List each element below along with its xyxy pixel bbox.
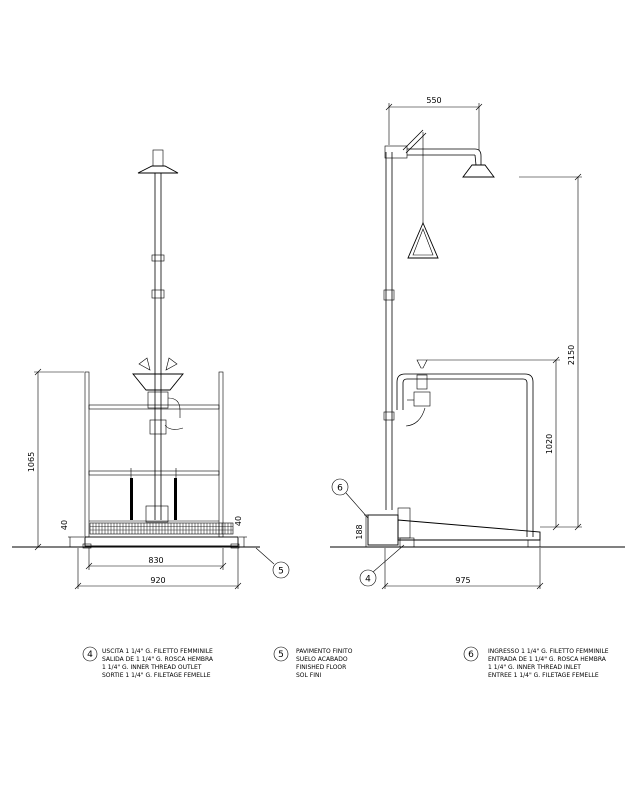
front-dimensions: 1065 40 40 830 920 — [27, 368, 247, 590]
legend-note-outlet: 4 USCITA 1 1/4" G. FILETTO FEMMINILE SAL… — [82, 646, 214, 679]
svg-text:5: 5 — [278, 650, 284, 660]
svg-text:4: 4 — [365, 575, 371, 585]
svg-text:INGRESSO 1 1/4" G. FILETTO FEM: INGRESSO 1 1/4" G. FILETTO FEMMINILE — [488, 648, 609, 655]
dim-side-basin-height: 1020 — [545, 434, 554, 454]
svg-text:1 1/4" G. INNER THREAD OUTLET: 1 1/4" G. INNER THREAD OUTLET — [102, 664, 202, 671]
side-shower-head — [462, 164, 495, 178]
svg-text:4: 4 — [87, 650, 93, 660]
svg-text:6: 6 — [468, 650, 474, 660]
svg-text:6: 6 — [337, 484, 343, 494]
svg-text:SUELO ACABADO: SUELO ACABADO — [296, 656, 348, 663]
front-grating — [89, 522, 234, 535]
dim-front-right-40: 40 — [234, 516, 243, 526]
svg-text:5: 5 — [278, 567, 284, 577]
legend-note-floor: 5 PAVIMENTO FINITO SUELO ACABADO FINISHE… — [273, 646, 353, 679]
svg-text:SALIDA DE 1 1/4" G. ROSCA HEMB: SALIDA DE 1 1/4" G. ROSCA HEMBRA — [102, 656, 214, 663]
front-post-right — [218, 371, 224, 538]
svg-text:SOL FINI: SOL FINI — [296, 672, 321, 679]
svg-text:PAVIMENTO FINITO: PAVIMENTO FINITO — [296, 648, 353, 655]
side-pull-handle — [407, 221, 439, 259]
callout-inlet: 6 — [331, 478, 369, 519]
dim-front-inner-width: 830 — [148, 556, 163, 565]
front-handle-left — [130, 478, 133, 520]
svg-text:ENTRADA DE 1 1/4" G. ROSCA HEM: ENTRADA DE 1 1/4" G. ROSCA HEMBRA — [488, 656, 607, 663]
front-post-left — [84, 371, 90, 538]
dim-front-height: 1065 — [27, 452, 36, 472]
front-eyewash-bowl — [132, 373, 184, 391]
dim-side-total-height: 2150 — [567, 345, 576, 365]
side-dimensions: 550 2150 1020 188 975 — [355, 96, 582, 590]
dim-front-left-40: 40 — [60, 520, 69, 530]
svg-text:1 1/4" G. INNER THREAD INLET: 1 1/4" G. INNER THREAD INLET — [488, 664, 581, 671]
svg-text:FINISHED FLOOR: FINISHED FLOOR — [296, 664, 346, 671]
legend-note-inlet: 6 INGRESSO 1 1/4" G. FILETTO FEMMINILE E… — [463, 646, 609, 679]
side-inlet-box — [367, 514, 399, 546]
front-view — [82, 149, 240, 549]
dim-side-top-width: 550 — [426, 96, 441, 105]
svg-text:SORTIE 1 1/4" G. FILETAGE FEME: SORTIE 1 1/4" G. FILETAGE FEMELLE — [102, 672, 211, 679]
side-view — [367, 129, 541, 548]
dim-front-outer-width: 920 — [150, 576, 165, 585]
svg-text:USCITA 1 1/4" G. FILETTO FEMMI: USCITA 1 1/4" G. FILETTO FEMMINILE — [102, 648, 213, 655]
front-shower-head — [137, 165, 179, 174]
svg-text:ENTREE 1 1/4" G. FILETAGE FEME: ENTREE 1 1/4" G. FILETAGE FEMELLE — [488, 672, 599, 679]
callout-outlet: 4 — [359, 544, 405, 587]
front-base-platform — [84, 536, 239, 547]
callout-floor: 5 — [255, 547, 290, 579]
dim-side-inlet-height: 188 — [355, 524, 364, 539]
dim-side-depth: 975 — [455, 576, 470, 585]
front-handle-right — [174, 478, 177, 520]
